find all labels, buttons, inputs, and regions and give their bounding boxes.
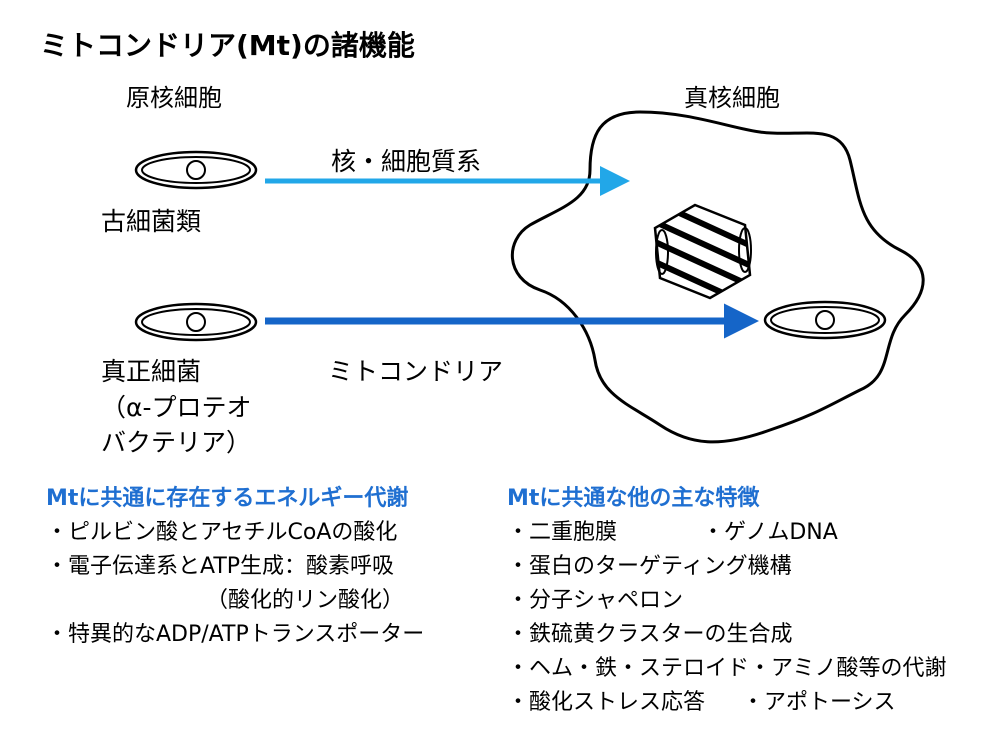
left-item-3: （酸化的リン酸化） <box>206 588 405 613</box>
left-item-1: ・ピルビン酸とアセチルCoAの酸化 <box>46 520 398 545</box>
right-item-4: ・分子シャペロン <box>507 588 684 613</box>
eukaryote-cell-outline <box>510 110 925 444</box>
bacteria-sublabel-2: バクテリア） <box>101 428 252 457</box>
page-title: ミトコンドリア(Mt)の諸機能 <box>40 29 415 62</box>
bacteria-sublabel-1: （α-プロテオ <box>101 393 252 422</box>
right-item-8: ・アポトーシス <box>742 690 896 715</box>
archaea-label: 古細菌類 <box>101 207 202 236</box>
bacteria-cell-icon <box>134 302 258 342</box>
right-item-1: ・二重胞膜 <box>507 520 618 545</box>
prokaryote-heading: 原核細胞 <box>126 84 222 112</box>
other-features-heading: Mtに共通な他の主な特徴 <box>507 486 760 511</box>
arrow-top-label: 核・細胞質系 <box>331 147 482 176</box>
left-item-2: ・電子伝達系とATP生成：酸素呼吸 <box>46 554 395 579</box>
arrow-bottom-label: ミトコンドリア <box>328 357 504 386</box>
energy-metabolism-heading: Mtに共通に存在するエネルギー代謝 <box>46 486 409 511</box>
eukaryote-heading: 真核細胞 <box>684 84 780 112</box>
archaea-cell-icon <box>134 150 258 190</box>
right-item-6: ・ヘム・鉄・ステロイド・アミノ酸等の代謝 <box>507 656 947 681</box>
mitochondrion-icon <box>763 300 887 340</box>
right-item-3: ・蛋白のターゲティング機構 <box>507 554 792 579</box>
nucleus-icon <box>653 203 752 300</box>
right-item-2: ・ゲノムDNA <box>702 520 838 545</box>
right-item-7: ・酸化ストレス応答 <box>507 690 706 715</box>
right-item-5: ・鉄硫黄クラスターの生合成 <box>507 622 793 647</box>
left-item-4: ・特異的なADP/ATPトランスポーター <box>46 622 425 647</box>
bacteria-label: 真正細菌 <box>101 357 202 386</box>
